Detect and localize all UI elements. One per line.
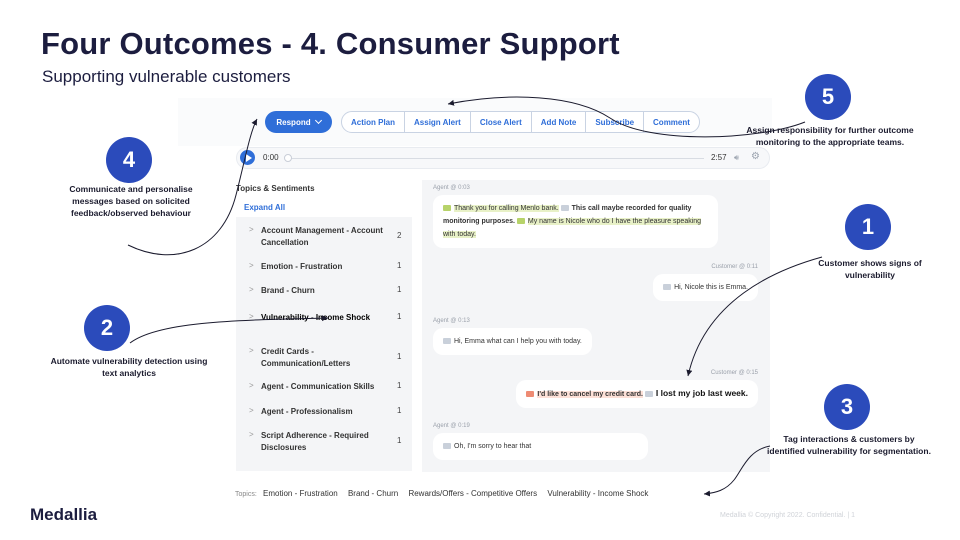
tag-icon bbox=[526, 391, 535, 398]
topic-count: 1 bbox=[397, 261, 402, 270]
chevron-right-icon: > bbox=[249, 225, 254, 234]
action-plan-button[interactable]: Action Plan bbox=[342, 112, 406, 132]
footer-topics: Topics: Emotion - Frustration Brand - Ch… bbox=[235, 489, 656, 498]
topic-count: 1 bbox=[397, 436, 402, 445]
subscribe-button[interactable]: Subscribe bbox=[586, 112, 645, 132]
customer-message: Hi, Nicole this is Emma. bbox=[653, 274, 758, 301]
topic-label: Agent - Communication Skills bbox=[261, 382, 375, 391]
respond-button[interactable]: Respond bbox=[265, 111, 332, 133]
current-time: 0:00 bbox=[263, 153, 279, 162]
message-sentence: I'd like to cancel my credit card. bbox=[537, 391, 643, 398]
footer-topics-label: Topics: bbox=[235, 491, 257, 498]
respond-label: Respond bbox=[276, 117, 311, 127]
volume-icon[interactable]: 🔊︎ bbox=[734, 153, 740, 162]
close-alert-button[interactable]: Close Alert bbox=[471, 112, 532, 132]
topic-label: Brand - Churn bbox=[261, 286, 315, 295]
message-text: Oh, I'm sorry to hear that bbox=[454, 443, 532, 450]
message-meta: Agent @ 0:13 bbox=[433, 318, 470, 324]
message-meta: Customer @ 0:11 bbox=[711, 264, 758, 270]
copyright-text: Medallia © Copyright 2022. Confidential.… bbox=[720, 512, 855, 519]
action-button-group: Action Plan Assign Alert Close Alert Add… bbox=[341, 111, 700, 133]
progress-handle[interactable] bbox=[284, 154, 292, 162]
assign-alert-button[interactable]: Assign Alert bbox=[405, 112, 471, 132]
agent-message: Hi, Emma what can I help you with today. bbox=[433, 328, 592, 355]
footer-topic[interactable]: Emotion - Frustration bbox=[263, 489, 338, 498]
slide-title: Four Outcomes - 4. Consumer Support bbox=[41, 26, 620, 61]
callout-number-4: 4 bbox=[106, 137, 152, 183]
expand-all-link[interactable]: Expand All bbox=[244, 203, 286, 212]
customer-message: I'd like to cancel my credit card. I los… bbox=[516, 380, 758, 408]
callout-text-1: Customer shows signs of vulnerability bbox=[818, 258, 922, 280]
callout-number-2: 2 bbox=[84, 305, 130, 351]
chevron-right-icon: > bbox=[249, 381, 254, 390]
chevron-right-icon: > bbox=[249, 261, 254, 270]
callout-text-5: Assign responsibility for further outcom… bbox=[746, 125, 914, 147]
callout-text-4: Communicate and personalise messages bas… bbox=[69, 184, 193, 218]
add-note-button[interactable]: Add Note bbox=[532, 112, 587, 132]
message-text: Hi, Nicole this is Emma. bbox=[674, 284, 748, 291]
topic-count: 1 bbox=[397, 285, 402, 294]
topics-list: > Account Management - Account Cancellat… bbox=[236, 217, 412, 471]
topic-label: Agent - Professionalism bbox=[261, 407, 353, 416]
tag-icon bbox=[443, 443, 451, 450]
tag-icon bbox=[516, 218, 525, 225]
callout-number-5: 5 bbox=[805, 74, 851, 120]
chevron-right-icon: > bbox=[249, 312, 254, 321]
callout-text-3: Tag interactions & customers by identifi… bbox=[767, 434, 931, 456]
duration: 2:57 bbox=[711, 153, 727, 162]
interaction-screenshot: Respond Action Plan Assign Alert Close A… bbox=[178, 98, 772, 502]
topic-label: Vulnerability - Income Shock bbox=[261, 313, 371, 322]
message-sentence: Thank you for calling Menlo bank. bbox=[454, 205, 559, 212]
chevron-down-icon bbox=[314, 116, 322, 125]
topics-heading: Topics & Sentiments bbox=[236, 184, 315, 193]
topic-count: 2 bbox=[397, 231, 402, 240]
progress-track[interactable] bbox=[286, 158, 704, 159]
tag-icon bbox=[663, 284, 672, 291]
topic-label: Script Adherence - Required Disclosures bbox=[261, 431, 369, 452]
tag-icon bbox=[560, 205, 569, 212]
callout-number-3: 3 bbox=[824, 384, 870, 430]
message-text: Hi, Emma what can I help you with today. bbox=[454, 338, 582, 345]
message-sentence: This call maybe recorded for quality mon… bbox=[443, 205, 692, 225]
slide-subtitle: Supporting vulnerable customers bbox=[42, 67, 291, 86]
chevron-right-icon: > bbox=[249, 285, 254, 294]
footer-topic[interactable]: Rewards/Offers - Competitive Offers bbox=[408, 489, 538, 498]
tag-icon bbox=[644, 391, 653, 398]
agent-message: Thank you for calling Menlo bank. This c… bbox=[433, 195, 718, 248]
transcript-panel: Agent @ 0:03 Thank you for calling Menlo… bbox=[422, 180, 770, 472]
tag-icon bbox=[443, 205, 451, 212]
tag-icon bbox=[443, 338, 451, 345]
footer-topic[interactable]: Brand - Churn bbox=[347, 489, 399, 498]
message-sentence: I lost my job last week. bbox=[655, 388, 748, 398]
callout-text-2: Automate vulnerability detection using t… bbox=[50, 356, 208, 378]
chevron-right-icon: > bbox=[249, 406, 254, 415]
audio-player: 0:00 2:57 🔊︎ ⚙ bbox=[236, 147, 770, 169]
medallia-logo: Medallia bbox=[30, 505, 98, 524]
chevron-right-icon: > bbox=[249, 430, 254, 439]
gear-icon[interactable]: ⚙ bbox=[751, 151, 760, 162]
topic-label: Emotion - Frustration bbox=[261, 262, 343, 271]
message-meta: Customer @ 0:15 bbox=[710, 370, 758, 376]
topic-label: Credit Cards - Communication/Letters bbox=[261, 347, 351, 368]
callout-number-1: 1 bbox=[845, 204, 891, 250]
topic-count: 1 bbox=[397, 312, 402, 321]
message-meta: Agent @ 0:19 bbox=[433, 423, 470, 429]
message-meta: Agent @ 0:03 bbox=[433, 185, 470, 191]
play-icon[interactable] bbox=[240, 150, 255, 165]
topic-label: Account Management - Account Cancellatio… bbox=[261, 226, 383, 247]
comment-button[interactable]: Comment bbox=[653, 117, 690, 127]
topic-count: 1 bbox=[397, 352, 402, 361]
footer-topic-vulnerability[interactable]: Vulnerability - Income Shock bbox=[547, 489, 649, 498]
topic-count: 1 bbox=[397, 406, 402, 415]
chevron-right-icon: > bbox=[249, 346, 254, 355]
agent-message: Oh, I'm sorry to hear that bbox=[433, 433, 648, 460]
topic-count: 1 bbox=[397, 381, 402, 390]
